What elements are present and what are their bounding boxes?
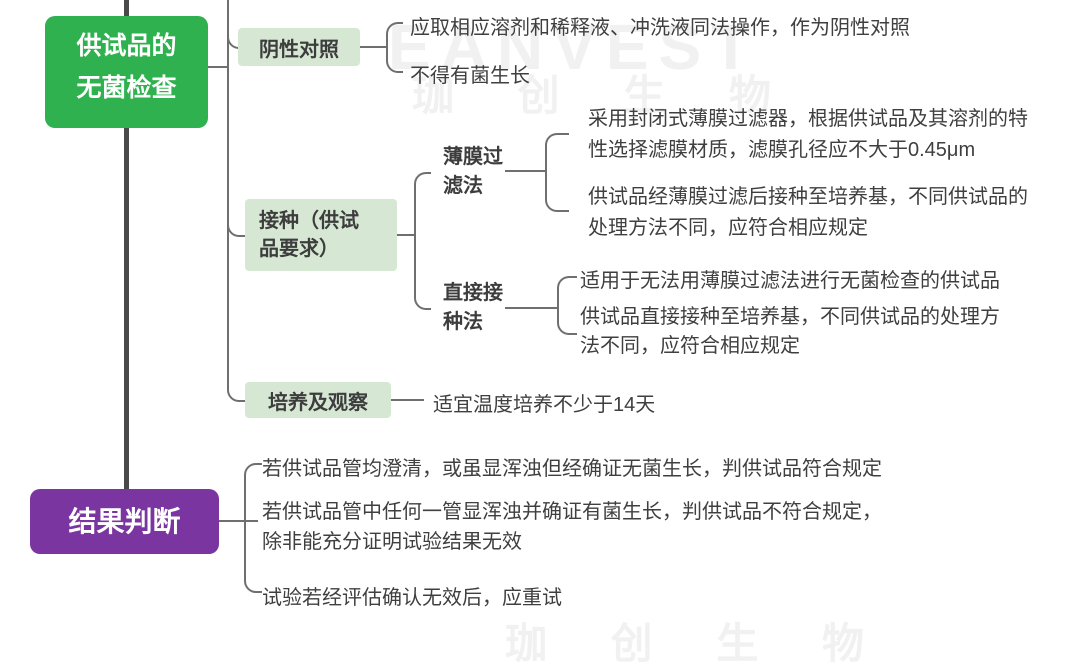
direct-item-2-line1: 供试品直接接种至培养基，不同供试品的处理方 bbox=[580, 306, 1000, 328]
membrane-bracket-bottom bbox=[545, 170, 569, 212]
membrane-item-1-line1: 采用封闭式薄膜过滤器，根据供试品及其溶剂的特 bbox=[588, 108, 1028, 130]
inoculation-bracket-bottom bbox=[414, 235, 431, 310]
result-bracket-top bbox=[244, 463, 262, 523]
direct-connector bbox=[505, 307, 557, 309]
membrane-item-2-line1: 供试品经薄膜过滤后接种至培养基，不同供试品的 bbox=[588, 186, 1028, 208]
negative-control-connector bbox=[360, 46, 386, 48]
membrane-item-1[interactable]: 采用封闭式薄膜过滤器，根据供试品及其溶剂的特 性选择滤膜材质，滤膜孔径应不大于0… bbox=[588, 104, 1028, 166]
negative-control-bracket-bottom bbox=[386, 47, 403, 73]
root-label-line1: 供试品的 bbox=[76, 32, 177, 60]
result-item-2-line1: 若供试品管中任何一管显浑浊并确证有菌生长，判供试品不符合规定， bbox=[262, 501, 882, 523]
result-bracket-middle-stub bbox=[244, 520, 258, 522]
result-connector bbox=[219, 520, 244, 522]
direct-item-2-line2: 法不同，应符合相应规定 bbox=[580, 335, 800, 357]
result-bracket-bottom bbox=[244, 521, 262, 593]
inoculation-label-line2: 品要求） bbox=[259, 238, 339, 260]
result-label: 结果判断 bbox=[68, 506, 181, 537]
culture-item-1[interactable]: 适宜温度培养不少于14天 bbox=[433, 394, 656, 416]
direct-bracket-top bbox=[557, 276, 577, 310]
inoculation-connector bbox=[397, 234, 414, 236]
membrane-connector bbox=[505, 170, 545, 172]
inoculation-bracket-top bbox=[414, 172, 431, 237]
negative-control-item-1[interactable]: 应取相应溶剂和稀释液、冲洗液同法操作，作为阴性对照 bbox=[410, 17, 910, 39]
membrane-label-line2: 滤法 bbox=[443, 175, 483, 197]
result-item-2-line2: 除非能充分证明试验结果无效 bbox=[262, 531, 522, 553]
membrane-label-line1: 薄膜过 bbox=[443, 146, 503, 168]
membrane-item-1-line2: 性选择滤膜材质，滤膜孔径应不大于0.45μm bbox=[588, 139, 976, 161]
elbow-culture bbox=[227, 383, 247, 402]
result-item-2[interactable]: 若供试品管中任何一管显浑浊并确证有菌生长，判供试品不符合规定， 除非能充分证明试… bbox=[262, 497, 882, 557]
result-item-1[interactable]: 若供试品管均澄清，或虽显浑浊但经确证无菌生长，判供试品符合规定 bbox=[262, 458, 882, 480]
root-label-line2: 无菌检查 bbox=[76, 74, 177, 102]
elbow-negative-control bbox=[227, 30, 241, 49]
result-item-3[interactable]: 试验若经评估确认无效后，应重试 bbox=[262, 587, 562, 609]
elbow-inoculation bbox=[227, 218, 247, 237]
node-inoculation[interactable]: 接种（供试 品要求） bbox=[245, 199, 397, 271]
children-bracket-line bbox=[227, 0, 229, 386]
direct-label-line2: 种法 bbox=[443, 311, 483, 333]
watermark-brand: EANVEST bbox=[388, 11, 761, 83]
culture-label: 培养及观察 bbox=[268, 391, 368, 414]
direct-item-1[interactable]: 适用于无法用薄膜过滤法进行无菌检查的供试品 bbox=[580, 270, 1000, 292]
node-culture-observation[interactable]: 培养及观察 bbox=[245, 382, 391, 418]
direct-label-line1: 直接接 bbox=[443, 282, 503, 304]
culture-connector bbox=[391, 399, 424, 401]
trunk-line bbox=[124, 0, 129, 490]
direct-bracket-bottom bbox=[557, 307, 577, 335]
negative-control-bracket-top bbox=[386, 22, 403, 50]
membrane-bracket-top bbox=[545, 133, 569, 173]
membrane-item-2[interactable]: 供试品经薄膜过滤后接种至培养基，不同供试品的 处理方法不同，应符合相应规定 bbox=[588, 182, 1028, 244]
node-result-judgment[interactable]: 结果判断 bbox=[30, 489, 219, 554]
membrane-item-2-line2: 处理方法不同，应符合相应规定 bbox=[588, 217, 868, 239]
watermark-brand-cn-bottom: 珈 创 生 物 bbox=[505, 620, 891, 667]
mindmap-canvas: { "watermark": { "brand_en": "EANVEST", … bbox=[30, 0, 1028, 667]
root-connector-line bbox=[207, 66, 228, 68]
node-direct-inoculation[interactable]: 直接接 种法 bbox=[443, 279, 503, 337]
inoculation-label-line1: 接种（供试 bbox=[259, 210, 359, 232]
direct-item-2[interactable]: 供试品直接接种至培养基，不同供试品的处理方 法不同，应符合相应规定 bbox=[580, 303, 1000, 361]
watermark-brand-cn: 珈 创 生 物 bbox=[412, 72, 798, 119]
node-membrane-filtration[interactable]: 薄膜过 滤法 bbox=[443, 143, 503, 201]
negative-control-label: 阴性对照 bbox=[259, 38, 339, 61]
node-negative-control[interactable]: 阴性对照 bbox=[238, 28, 360, 66]
negative-control-item-2[interactable]: 不得有菌生长 bbox=[410, 65, 530, 87]
node-sterility-test-root[interactable]: 供试品的 无菌检查 bbox=[45, 16, 208, 128]
